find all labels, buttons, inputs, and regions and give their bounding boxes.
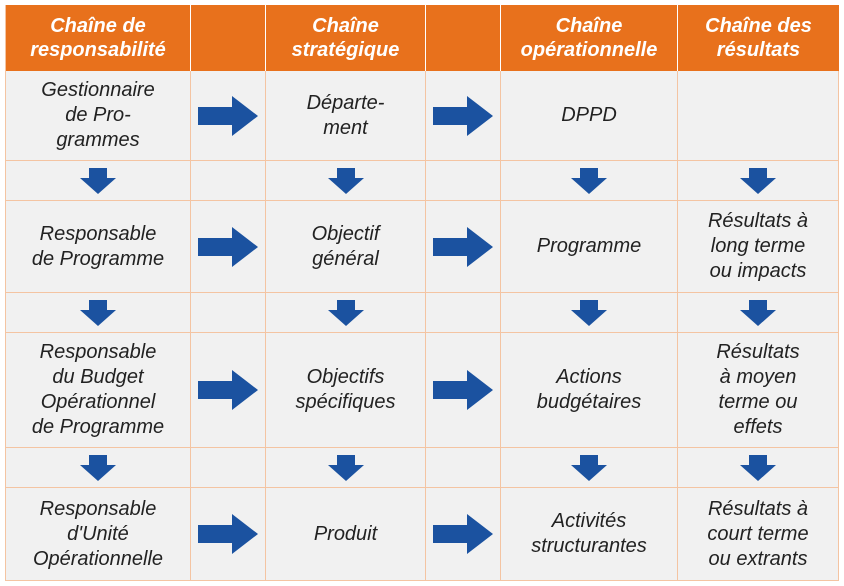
cell-operationnelle-2: Programme — [501, 201, 678, 293]
down-arrow-cell — [678, 293, 839, 333]
right-arrow-icon — [198, 514, 258, 554]
right-arrow-icon — [433, 370, 493, 410]
down-arrow-cell — [501, 161, 678, 201]
down-arrow-cell — [501, 293, 678, 333]
cell-responsabilite-3: Responsable du Budget Opérationnel de Pr… — [5, 333, 191, 448]
header-spacer — [426, 5, 501, 71]
right-arrow-icon — [433, 226, 493, 267]
cell-resultats-2: Résultats à long terme ou impacts — [678, 201, 839, 293]
empty-cell — [426, 448, 501, 488]
right-arrow-icon — [198, 370, 258, 410]
down-arrow-icon — [571, 167, 607, 194]
down-arrow-icon — [80, 167, 116, 194]
down-arrow-icon — [740, 299, 776, 326]
right-arrow-cell — [426, 333, 501, 448]
right-arrow-cell — [191, 71, 266, 161]
right-arrow-icon — [433, 95, 493, 136]
down-arrow-icon — [327, 167, 364, 194]
cell-strategique-3: Objectifs spécifiques — [266, 333, 426, 448]
header-strategique: Chaîne stratégique — [266, 5, 426, 71]
results-chain-table: Chaîne de responsabilité Chaîne stratégi… — [5, 5, 839, 581]
down-arrow-cell — [266, 293, 426, 333]
down-arrow-cell — [501, 448, 678, 488]
down-arrow-icon — [80, 454, 116, 481]
empty-cell — [426, 293, 501, 333]
header-responsabilite: Chaîne de responsabilité — [5, 5, 191, 71]
down-arrow-cell — [5, 293, 191, 333]
empty-cell — [191, 161, 266, 201]
right-arrow-icon — [198, 226, 258, 267]
down-arrow-icon — [80, 299, 116, 326]
right-arrow-cell — [191, 201, 266, 293]
cell-responsabilite-2: Responsable de Programme — [5, 201, 191, 293]
right-arrow-icon — [433, 514, 493, 554]
cell-operationnelle-4: Activités structurantes — [501, 488, 678, 581]
cell-responsabilite-4: Responsable d'Unité Opérationnelle — [5, 488, 191, 581]
down-arrow-icon — [571, 299, 607, 326]
cell-strategique-4: Produit — [266, 488, 426, 581]
header-spacer — [191, 5, 266, 71]
cell-operationnelle-1: DPPD — [501, 71, 678, 161]
cell-strategique-1: Départe- ment — [266, 71, 426, 161]
right-arrow-cell — [191, 333, 266, 448]
down-arrow-cell — [5, 161, 191, 201]
cell-resultats-1 — [678, 71, 839, 161]
header-resultats: Chaîne des résultats — [678, 5, 839, 71]
cell-operationnelle-3: Actions budgétaires — [501, 333, 678, 448]
right-arrow-cell — [426, 488, 501, 581]
right-arrow-cell — [191, 488, 266, 581]
cell-resultats-3: Résultats à moyen terme ou effets — [678, 333, 839, 448]
empty-cell — [191, 448, 266, 488]
down-arrow-icon — [327, 454, 364, 481]
down-arrow-icon — [740, 454, 776, 481]
right-arrow-cell — [426, 201, 501, 293]
empty-cell — [191, 293, 266, 333]
header-operationnelle: Chaîne opérationnelle — [501, 5, 678, 71]
cell-resultats-4: Résultats à court terme ou extrants — [678, 488, 839, 581]
down-arrow-cell — [678, 448, 839, 488]
down-arrow-cell — [5, 448, 191, 488]
down-arrow-cell — [266, 161, 426, 201]
right-arrow-cell — [426, 71, 501, 161]
down-arrow-cell — [266, 448, 426, 488]
cell-strategique-2: Objectif général — [266, 201, 426, 293]
cell-responsabilite-1: Gestionnaire de Pro- grammes — [5, 71, 191, 161]
right-arrow-icon — [198, 95, 258, 136]
down-arrow-icon — [327, 299, 364, 326]
empty-cell — [426, 161, 501, 201]
down-arrow-icon — [571, 454, 607, 481]
down-arrow-icon — [740, 167, 776, 194]
down-arrow-cell — [678, 161, 839, 201]
